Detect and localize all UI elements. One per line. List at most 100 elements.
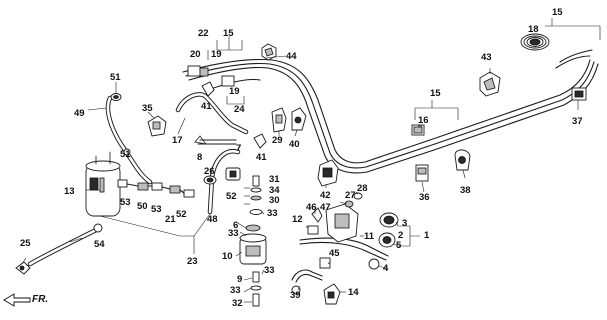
callout-20: 20 (190, 49, 201, 60)
callout-10: 10 (222, 251, 233, 262)
callout-21: 21 (165, 214, 176, 225)
valve-52 (225, 167, 241, 181)
callout-7: 7 (236, 143, 241, 154)
callout-51-mid: 51 (120, 149, 131, 160)
callout-15-top-right: 15 (552, 7, 563, 18)
callout-52-left: 52 (176, 209, 187, 220)
callout-27: 27 (345, 190, 356, 201)
bottom-bolts (250, 271, 262, 307)
pipe-39 (291, 269, 323, 295)
callout-4: 4 (383, 263, 389, 274)
clip-35 (147, 115, 167, 137)
callout-30: 30 (269, 195, 280, 206)
clip-16 (411, 124, 425, 136)
callout-33-c: 33 (230, 285, 241, 296)
hose-54 (27, 223, 103, 267)
bolt-28 (353, 192, 363, 200)
canister-13 (85, 148, 131, 217)
bolt-stack (249, 175, 263, 215)
clamp-26 (203, 175, 217, 185)
callout-53-left: 53 (120, 197, 131, 208)
bracket-lines (99, 18, 601, 254)
callout-38: 38 (460, 185, 471, 196)
callout-36: 36 (419, 192, 430, 203)
callout-8: 8 (197, 152, 202, 163)
clip-37 (571, 87, 587, 101)
callout-numbers: 22 15 19 20 44 15 18 43 37 15 16 51 49 3… (20, 7, 583, 309)
clip-36 (415, 164, 429, 182)
callout-41-mid: 41 (256, 152, 267, 163)
callout-11: 11 (364, 231, 375, 242)
clamp-51-top (110, 93, 122, 101)
fuel-filter (239, 224, 267, 265)
callout-48: 48 (207, 214, 218, 225)
callout-44: 44 (286, 51, 297, 62)
callout-43: 43 (481, 52, 492, 63)
callout-39: 39 (290, 290, 301, 301)
callout-33-b: 33 (228, 228, 239, 239)
leader-lines (21, 55, 579, 303)
callout-19-mid: 19 (229, 86, 240, 97)
clip-46 (311, 207, 323, 223)
callout-22: 22 (198, 28, 209, 39)
callout-2: 2 (398, 230, 403, 241)
callout-45: 45 (329, 248, 340, 259)
clip-44 (261, 43, 277, 61)
callout-31: 31 (269, 174, 280, 185)
clamp-25 (15, 261, 31, 275)
callout-35: 35 (142, 103, 153, 114)
clip-41-top (201, 81, 215, 97)
pipe-7-8 (194, 135, 237, 145)
callout-33-d: 33 (264, 265, 275, 276)
callout-37: 37 (572, 116, 583, 127)
callout-40: 40 (289, 139, 300, 150)
callout-53-right: 53 (151, 204, 162, 215)
callout-17: 17 (172, 135, 183, 146)
callout-52-right: 52 (226, 191, 237, 202)
callout-19-top: 19 (211, 49, 222, 60)
callout-25: 25 (20, 238, 31, 249)
bolt-27 (344, 200, 354, 208)
callout-29: 29 (272, 135, 283, 146)
coiled-pipe-18 (520, 33, 550, 51)
front-direction-arrow: FR. (3, 293, 48, 307)
callout-15-mid: 15 (430, 88, 441, 99)
callout-16: 16 (418, 115, 429, 126)
clip-41-mid (253, 133, 267, 149)
callout-6: 6 (233, 220, 238, 231)
callout-49: 49 (74, 108, 85, 119)
callout-51-top: 51 (110, 72, 121, 83)
callout-41-top: 41 (201, 101, 212, 112)
callout-33-a: 33 (267, 208, 278, 219)
clip-29 (271, 107, 287, 133)
connector-20 (187, 65, 209, 77)
clip-43 (479, 71, 501, 97)
front-direction-label: FR. (32, 294, 48, 305)
callout-1: 1 (424, 230, 430, 241)
callout-26: 26 (204, 166, 215, 177)
callout-14: 14 (348, 287, 359, 298)
callout-42: 42 (320, 190, 331, 201)
callout-46: 46 (306, 202, 317, 213)
callout-47: 47 (320, 202, 331, 213)
hose-17 (175, 92, 249, 135)
main-fuel-pipe-bundle (182, 49, 599, 174)
callout-18: 18 (528, 24, 539, 35)
clip-38 (454, 149, 471, 171)
connector-19 (221, 75, 235, 87)
clip-14 (323, 283, 341, 305)
fitting-row (117, 179, 195, 198)
callout-5: 5 (396, 240, 402, 251)
callout-15-top-left: 15 (223, 28, 234, 39)
callout-9: 9 (237, 274, 242, 285)
clip-42 (317, 159, 339, 187)
callout-23: 23 (187, 256, 198, 267)
callout-34: 34 (269, 185, 280, 196)
callout-12: 12 (292, 214, 303, 225)
callout-3: 3 (402, 218, 407, 229)
callout-28: 28 (357, 183, 368, 194)
callout-50: 50 (137, 201, 148, 212)
clip-40 (291, 107, 307, 131)
callout-13: 13 (64, 186, 75, 197)
